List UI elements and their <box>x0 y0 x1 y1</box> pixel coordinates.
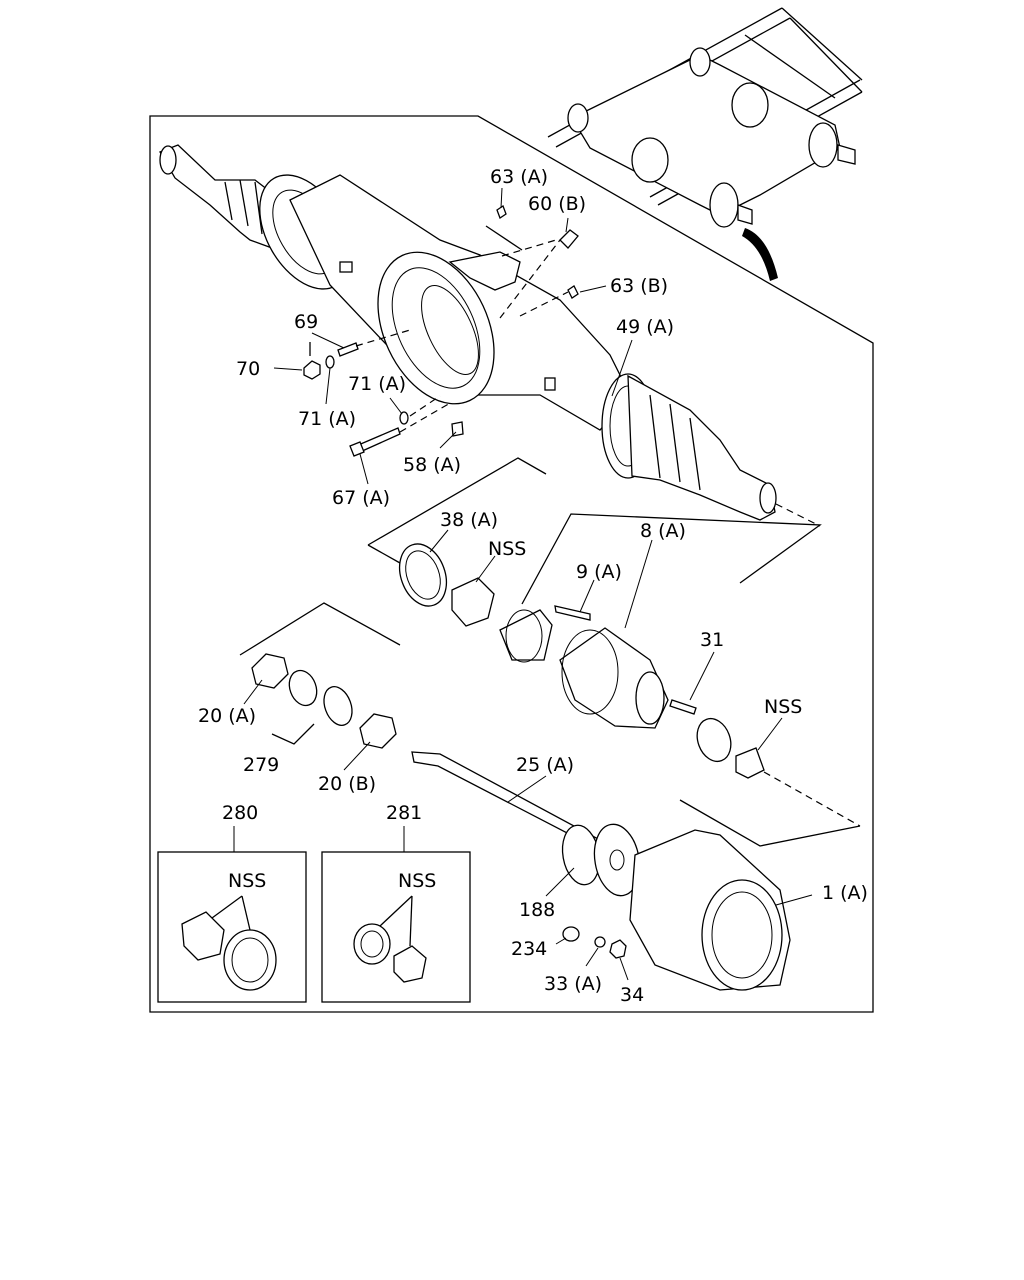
label-67a: 67 (A) <box>332 487 390 509</box>
label-234: 234 <box>511 938 547 960</box>
label-58a: 58 (A) <box>403 454 461 476</box>
plug-58a <box>451 421 464 437</box>
leader-lines <box>233 187 813 981</box>
label-280: 280 <box>222 802 258 824</box>
assembly-dashed-lines <box>355 239 861 827</box>
bearing-cone-nss-2 <box>735 747 765 779</box>
part-labels: 63 (A) 60 (B) 63 (B) 69 49 (A) 70 71 (A)… <box>198 166 868 1006</box>
bearing-row <box>398 543 765 779</box>
label-25a: 25 (A) <box>516 754 574 776</box>
nut-34 <box>609 939 627 959</box>
label-63b: 63 (B) <box>610 275 668 297</box>
washer-71a-2 <box>399 411 409 425</box>
nut-70 <box>303 360 321 380</box>
nut-20b <box>359 713 397 749</box>
bearing-cup <box>499 609 553 661</box>
label-8a: 8 (A) <box>640 520 686 542</box>
stud-69 <box>337 342 359 357</box>
label-20a: 20 (A) <box>198 705 256 727</box>
kit-box-281 <box>321 851 471 1003</box>
stud-9a <box>554 605 591 621</box>
label-nss-1: NSS <box>488 538 526 560</box>
label-33a: 33 (A) <box>544 973 602 995</box>
kit-box-280 <box>157 851 307 1003</box>
drum-face <box>701 879 783 991</box>
chassis-inset-illustration <box>547 7 863 281</box>
label-63a: 63 (A) <box>490 166 548 188</box>
pointer-arrow-icon <box>742 228 778 281</box>
label-281: 281 <box>386 802 422 824</box>
washer-279 <box>288 669 318 707</box>
diagram-frame <box>149 115 874 1013</box>
label-1a: 1 (A) <box>822 882 868 904</box>
label-71a-bottom: 71 (A) <box>298 408 356 430</box>
label-71a-top: 71 (A) <box>348 373 406 395</box>
axle-housing <box>159 144 777 521</box>
label-34: 34 <box>620 984 644 1006</box>
breather-60b <box>559 229 579 249</box>
bearing-cup-2 <box>696 717 732 763</box>
bearing-cone-nss <box>451 577 495 627</box>
nut-20a <box>251 653 289 689</box>
label-279: 279 <box>243 754 279 776</box>
label-nss-2: NSS <box>764 696 802 718</box>
label-69: 69 <box>294 311 318 333</box>
label-70: 70 <box>236 358 260 380</box>
label-188: 188 <box>519 899 555 921</box>
axle-shaft-drum <box>411 751 791 991</box>
cone-washer-234 <box>562 926 580 942</box>
label-31: 31 <box>700 629 724 651</box>
seal-38a <box>398 543 448 607</box>
washer-71a <box>325 355 335 369</box>
label-nss-4: NSS <box>398 870 436 892</box>
housing-hardware <box>303 205 579 457</box>
label-nss-3: NSS <box>228 870 266 892</box>
lockwasher-33a <box>594 936 606 948</box>
label-60b: 60 (B) <box>528 193 586 215</box>
label-38a: 38 (A) <box>440 509 498 531</box>
stud-31 <box>669 699 697 715</box>
lockwasher-279 <box>323 686 353 726</box>
nut-group <box>251 653 397 749</box>
label-9a: 9 (A) <box>576 561 622 583</box>
label-20b: 20 (B) <box>318 773 376 795</box>
label-49a: 49 (A) <box>616 316 674 338</box>
group-brackets <box>239 225 861 847</box>
plug-63b <box>567 285 579 299</box>
